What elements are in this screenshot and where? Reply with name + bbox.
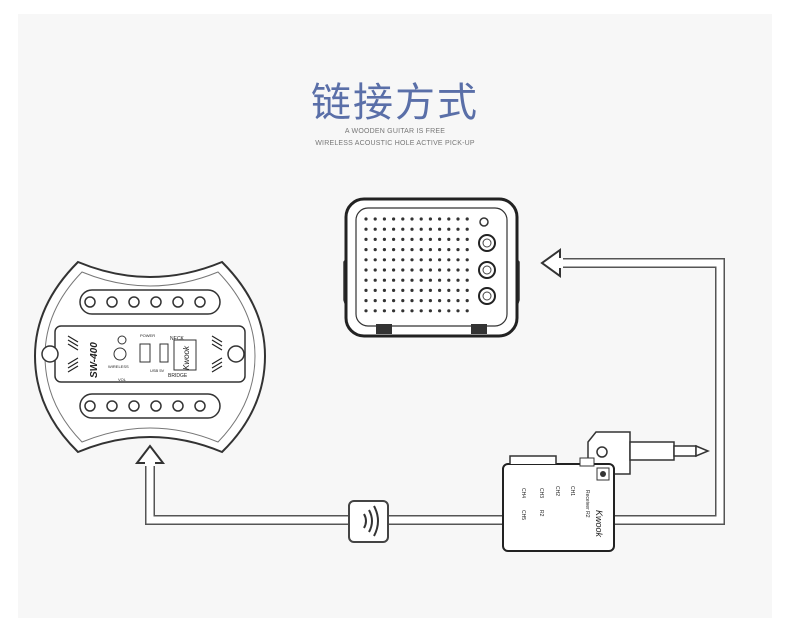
amp-knobs	[478, 217, 496, 305]
pickup-neck-label: NECK	[170, 336, 185, 342]
pickup-bridge-label: BRIDGE	[168, 373, 188, 379]
receiver-ch4: CH4	[520, 488, 526, 498]
wireless-signal-icon	[348, 500, 389, 543]
subtitle-line-2: WIRELESS ACOUSTIC HOLE ACTIVE PICK-UP	[315, 140, 475, 147]
subtitle-line-1: A WOODEN GUITAR IS FREE	[344, 128, 446, 135]
pickup-brand: Kwook	[182, 345, 191, 370]
pickup-power-label: POWER	[140, 333, 155, 338]
pickup-volume-label: VOL	[118, 377, 127, 382]
page-title: 链接方式	[311, 80, 479, 126]
receiver-r2-label: R2	[538, 510, 544, 517]
speaker-grille	[364, 217, 469, 313]
mount-clamps	[67, 335, 223, 373]
arrow-up-icon	[134, 444, 166, 466]
pickup-usb-label: USB 5V	[150, 368, 165, 373]
pickup-wireless-label: WIRELESS	[108, 364, 129, 369]
soundhole-pickup: SW-400 NECK POWER WIRELESS USB 5V BRIDGE…	[33, 260, 267, 454]
neck-pole-pieces	[84, 296, 206, 308]
receiver-model: Receiver R2	[584, 490, 590, 518]
receiver-ch3: CH3	[538, 488, 544, 498]
receiver-brand: Kwook	[594, 510, 604, 538]
receiver-ch2: CH2	[554, 486, 560, 496]
arrow-left-icon	[540, 248, 563, 278]
wireless-receiver: CH4 CH3 CH2 CH1 CH5 R2 Receiver R2 Kwook	[502, 431, 710, 552]
amplifier	[343, 197, 520, 338]
receiver-ch1: CH1	[569, 486, 575, 496]
bridge-pole-pieces	[84, 400, 206, 412]
pickup-model: SW-400	[89, 342, 100, 378]
receiver-ch5: CH5	[520, 510, 526, 520]
